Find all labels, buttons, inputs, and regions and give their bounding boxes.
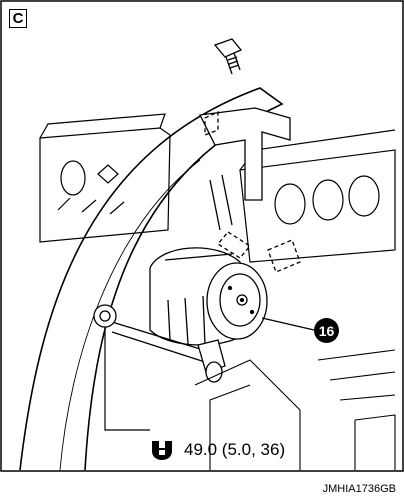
part-callout-16: 16 — [314, 318, 339, 343]
torque-annotation: 49.0 (5.0, 36) — [150, 438, 285, 462]
alternator — [149, 247, 268, 346]
view-label: C — [9, 9, 27, 28]
alternator-illustration — [0, 0, 404, 472]
lower-engine-parts — [194, 349, 396, 470]
engine-block-left — [39, 113, 171, 243]
lock-nut — [93, 304, 117, 328]
mounting-bolt — [213, 38, 243, 75]
torque-spec: 49.0 (5.0, 36) — [184, 440, 286, 459]
lower-bolt — [111, 321, 226, 383]
engine-block-right — [239, 129, 396, 263]
callout-leader — [261, 317, 315, 331]
diagram-frame: C 16 49.0 (5.0, 36) — [0, 0, 404, 472]
torque-wrench-icon — [152, 441, 172, 460]
alternator-bracket — [199, 107, 301, 273]
torque-leader — [104, 328, 150, 431]
reference-code: JMHIA1736GB — [322, 483, 396, 495]
